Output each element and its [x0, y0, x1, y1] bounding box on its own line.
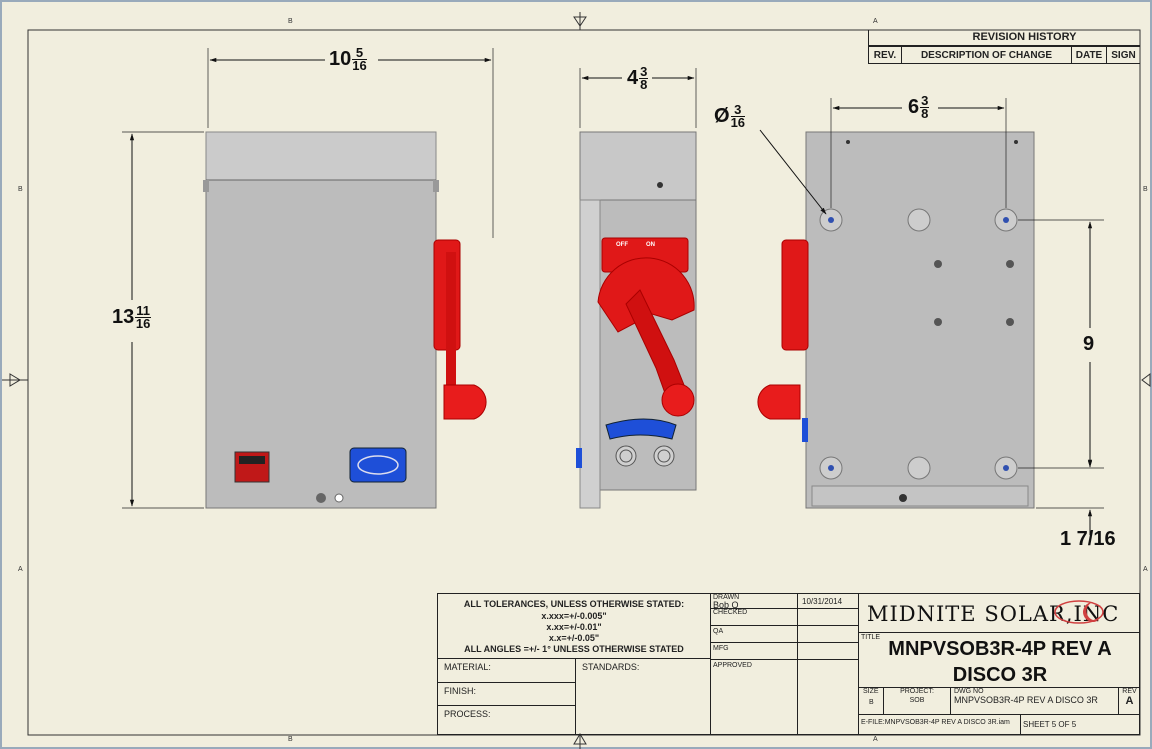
revision-col-description: DESCRIPTION OF CHANGE — [901, 46, 1072, 64]
company-logo-icon — [1054, 600, 1104, 624]
drawn-label: DRAWN — [713, 594, 740, 601]
tolerance-2-place: x.xx=+/-0.01" — [546, 622, 602, 632]
dwg-no-cell: DWG NO MNPVSOB3R-4P REV A DISCO 3R — [950, 687, 1119, 715]
project-cell: PROJECT: SOB — [883, 687, 951, 715]
tolerance-3-place: x.xxx=+/-0.005" — [541, 611, 607, 621]
drawing-title-line1: MNPVSOB3R-4P REV A — [888, 638, 1112, 660]
drawn-date-cell: 10/31/2014 — [797, 593, 859, 609]
vertical-dimension: 9 — [1083, 333, 1095, 355]
checked-label: CHECKED — [713, 609, 748, 616]
zone-label-top-b: B — [288, 18, 293, 25]
size-cell: SIZE B — [858, 687, 884, 715]
zone-label-right-b: B — [1143, 186, 1148, 193]
material-label: MATERIAL: — [444, 662, 491, 672]
approved-label: APPROVED — [713, 662, 752, 669]
front-view — [122, 48, 494, 509]
process-label: PROCESS: — [444, 709, 491, 719]
zone-label-left-b: B — [18, 186, 23, 193]
dwg-no-value: MNPVSOB3R-4P REV A DISCO 3R — [954, 695, 1098, 705]
company-name: MIDNITE SOLAR,INC — [867, 602, 1120, 626]
material-field: MATERIAL: — [437, 658, 576, 683]
approved-row: APPROVED — [710, 659, 798, 735]
qa-row: QA — [710, 625, 798, 643]
mfg-label: MFG — [713, 645, 729, 652]
revision-col-date: DATE — [1071, 46, 1107, 64]
bottom-dimension: 1 7/16 — [1060, 528, 1116, 550]
finish-field: FINISH: — [437, 682, 576, 706]
zone-label-right-a: A — [1143, 566, 1148, 573]
checked-row: CHECKED — [710, 608, 798, 626]
standards-field: STANDARDS: — [575, 658, 711, 735]
logo-badge-icon — [349, 447, 407, 483]
title-cell: TITLE MNPVSOB3R-4P REV A DISCO 3R — [858, 632, 1140, 688]
project-value: SOB — [909, 697, 925, 704]
title-label: TITLE — [861, 634, 881, 641]
warning-label-icon — [234, 451, 270, 483]
zone-label-left-a: A — [18, 566, 23, 573]
tolerance-1-place: x.x=+/-0.05" — [548, 633, 600, 643]
tolerances-box: ALL TOLERANCES, UNLESS OTHERWISE STATED:… — [437, 593, 711, 659]
tolerance-angles: ALL ANGLES =+/- 1° UNLESS OTHERWISE STAT… — [464, 644, 684, 654]
project-label: PROJECT: — [900, 688, 934, 695]
zone-label-bottom-b: B — [288, 736, 293, 743]
side-view — [576, 68, 697, 509]
drawn-date: 10/31/2014 — [802, 597, 843, 606]
size-label: SIZE — [863, 688, 879, 695]
drawing-views — [122, 48, 1104, 535]
drawing-title-line2: DISCO 3R — [952, 664, 1048, 686]
checked-date-cell — [797, 608, 859, 626]
sheet-cell: SHEET 5 OF 5 — [1020, 714, 1140, 735]
finish-label: FINISH: — [444, 686, 477, 696]
dwg-no-label: DWG NO — [954, 688, 984, 695]
switch-off-label: OFF — [616, 242, 628, 248]
process-field: PROCESS: — [437, 705, 576, 735]
approved-date-cell — [797, 659, 859, 735]
rear-view — [757, 98, 1104, 535]
zone-label-bottom-a: A — [873, 736, 878, 743]
company-cell: MIDNITE SOLAR,INC — [858, 593, 1140, 633]
zone-label-top-a: A — [873, 18, 878, 25]
standards-label: STANDARDS: — [582, 662, 640, 672]
rev-value: A — [1125, 695, 1134, 707]
sheet-value: SHEET 5 OF 5 — [1023, 720, 1077, 729]
efile-cell: E-FILE:MNPVSOB3R-4P REV A DISCO 3R.iam — [858, 714, 1021, 735]
revision-col-sign: SIGN — [1106, 46, 1140, 64]
drawn-row: DRAWN Bob Q — [710, 593, 798, 610]
tolerances-title: ALL TOLERANCES, UNLESS OTHERWISE STATED: — [463, 599, 685, 609]
efile-value: E-FILE:MNPVSOB3R-4P REV A DISCO 3R.iam — [861, 719, 1010, 726]
mfg-row: MFG — [710, 642, 798, 660]
revision-col-rev: REV. — [868, 46, 902, 64]
revision-history-title: REVISION HISTORY — [868, 30, 1140, 46]
size-value: B — [869, 699, 874, 706]
mfg-date-cell — [797, 642, 859, 660]
qa-date-cell — [797, 625, 859, 643]
switch-on-label: ON — [646, 242, 655, 248]
drawn-by: Bob Q — [713, 600, 739, 610]
qa-label: QA — [713, 628, 724, 635]
rev-label: REV — [1122, 688, 1137, 695]
rev-cell: REV A — [1118, 687, 1140, 715]
